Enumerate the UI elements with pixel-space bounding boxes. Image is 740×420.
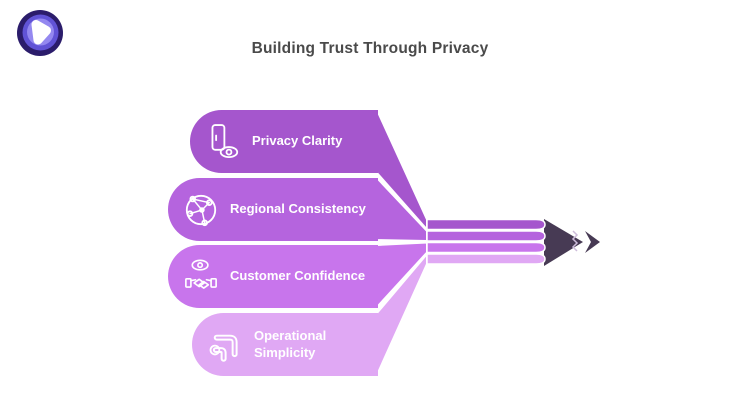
brand-logo-icon xyxy=(17,10,63,56)
strip-operational-simplicity xyxy=(426,253,546,265)
arrow-zigzag-detail xyxy=(571,230,579,252)
arrow-head xyxy=(544,219,583,266)
door-eye-icon xyxy=(211,123,239,158)
logo-core-shape xyxy=(31,20,51,45)
funnel-item-label: Regional Consistency xyxy=(230,201,366,217)
funnel-item-label: Operational Simplicity xyxy=(254,328,327,360)
funnel-item-customer-confidence: Customer Confidence xyxy=(168,245,378,308)
page-title: Building Trust Through Privacy xyxy=(251,40,489,57)
funnel-item-operational-simplicity: Operational Simplicity xyxy=(192,313,378,376)
funnel-item-regional-consistency: Regional Consistency xyxy=(168,178,378,241)
globe-network-icon xyxy=(185,194,217,226)
strip-customer-confidence xyxy=(426,241,546,254)
strip-regional-consistency xyxy=(426,230,546,242)
pipe-elbows-icon xyxy=(209,334,238,362)
funnel-item-label: Customer Confidence xyxy=(230,268,366,284)
arrow-tip-chevron xyxy=(585,231,600,253)
funnel-item-privacy-clarity: Privacy Clarity xyxy=(190,110,378,173)
funnel-item-label: Privacy Clarity xyxy=(252,133,343,149)
strip-privacy-clarity xyxy=(426,218,546,231)
eye-handshake-icon xyxy=(185,258,217,289)
